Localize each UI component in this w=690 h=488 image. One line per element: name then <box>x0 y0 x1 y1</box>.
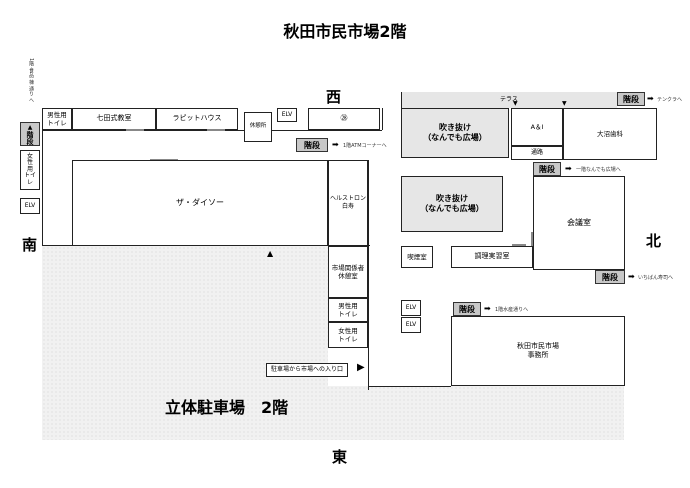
market-office: 秋田市民市場 事務所 <box>451 316 625 386</box>
cooking-room: 調理実習室 <box>451 246 533 268</box>
stair-terrace-ne-label: 階段 <box>623 94 639 104</box>
smoking-room: 喫煙室 <box>401 246 433 268</box>
note-ichimura: いちばん寿司へ <box>638 275 674 281</box>
parking-entrance[interactable]: 駐車場から市場への入り口 <box>266 363 348 377</box>
room-28-label: ㉘ <box>340 114 348 123</box>
parking-entrance-label: 駐車場から市場への入り口 <box>270 366 343 374</box>
direction-east: 東 <box>332 448 348 466</box>
smoking-room-label: 喫煙室 <box>407 252 427 261</box>
stair-west-arrow: ▲ <box>27 123 33 131</box>
stair-atm-label: 階段 <box>304 140 320 150</box>
mens-toilet-c: 男性用 トイレ <box>328 298 368 322</box>
arrow-atm: ➡ <box>332 140 339 149</box>
note-atm: 1階ATMコーナーへ <box>343 143 387 149</box>
stair-north-2-label: 階段 <box>602 272 618 282</box>
womens-toilet-w-label: 女 性 用 トイ レ <box>23 152 36 186</box>
terrace: テラス <box>401 92 617 108</box>
map-title: 秋田市民市場2階 <box>283 22 407 41</box>
stair-atm: 階段 <box>296 138 328 152</box>
stair-south-c: 階段 <box>453 302 481 316</box>
elv-top-label: ELV <box>281 111 293 119</box>
shichida-label: 七田式教室 <box>96 114 132 123</box>
note-west-vertical: 1階 食品 棟 通り へ <box>28 58 34 103</box>
stair-west: ▲ 階段 <box>20 122 40 146</box>
womens-toilet-c: 女性用 トイレ <box>328 322 368 348</box>
womens-toilet-w: 女 性 用 トイ レ <box>20 150 40 190</box>
direction-north: 北 <box>646 232 662 250</box>
lounge-label: 休憩所 <box>249 123 267 130</box>
parking-label: 立体駐車場 2階 <box>165 398 289 417</box>
arrow-suisan: ➡ <box>484 304 491 313</box>
stair-west-label: 階段 <box>26 130 34 145</box>
a-and-i-label: A＆I <box>530 122 544 131</box>
dental: 大沼歯科 <box>563 108 657 160</box>
a-and-i: A＆I <box>511 108 563 146</box>
stair-north-1: 階段 <box>533 162 561 176</box>
note-suisan: 1階水産通りへ <box>495 307 529 313</box>
atrium-1-label: 吹き抜け （なんでも広場） <box>423 122 487 142</box>
corridor-label: 通路 <box>530 149 543 157</box>
elv-center-1-label: ELV <box>405 304 417 312</box>
rabbit-house: ラピットハウス <box>156 108 238 130</box>
shichida-classroom: 七田式教室 <box>72 108 156 130</box>
note-tenkura: テンクラへ <box>657 97 683 103</box>
helstron-label: ヘルストロン 白寿 <box>329 195 366 210</box>
elv-center-2-label: ELV <box>405 321 417 329</box>
direction-south: 南 <box>22 236 38 254</box>
mens-toilet-c-label: 男性用 トイレ <box>338 301 358 318</box>
atrium-2: 吹き抜け （なんでも広場） <box>401 176 503 232</box>
stair-north-2: 階段 <box>595 270 625 284</box>
womens-toilet-c-label: 女性用 トイレ <box>338 326 358 343</box>
dental-label: 大沼歯科 <box>597 129 623 138</box>
meeting-room-label: 会議室 <box>567 217 591 227</box>
cooking-room-label: 調理実習室 <box>474 252 510 261</box>
direction-west: 西 <box>326 88 342 106</box>
rabbit-label: ラピットハウス <box>172 114 222 123</box>
terrace-label: テラス <box>500 96 518 104</box>
atrium-2-label: 吹き抜け （なんでも広場） <box>420 193 484 213</box>
stair-south-c-label: 階段 <box>459 304 475 314</box>
meeting-room: 会議室 <box>533 176 625 270</box>
room-28: ㉘ <box>308 108 380 130</box>
elv-west: ELV <box>20 198 40 214</box>
note-nandemo: 一階なんでも広場へ <box>576 167 621 173</box>
mens-toilet-nw: 男性用 トイレ <box>42 108 72 130</box>
entrance-marker: ▲ <box>267 249 274 258</box>
elv-center-2: ELV <box>401 317 421 333</box>
daiso: ザ・ダイソー <box>72 160 328 246</box>
elv-top: ELV <box>277 108 297 122</box>
helstron: ヘルストロン 白寿 <box>328 160 368 246</box>
arrow-ichimura: ➡ <box>628 272 635 281</box>
atrium-1: 吹き抜け （なんでも広場） <box>401 108 509 158</box>
stair-north-1-label: 階段 <box>539 164 555 174</box>
daiso-label: ザ・ダイソー <box>176 197 224 207</box>
mens-toilet-nw-label: 男性用 トイレ <box>47 110 67 127</box>
arrow-tenkura: ➡ <box>647 94 654 103</box>
parking-entrance-arrow: ▶ <box>357 362 365 373</box>
corridor: 通路 <box>511 146 563 160</box>
market-office-label: 秋田市民市場 事務所 <box>517 341 559 359</box>
elv-west-label: ELV <box>24 202 36 210</box>
lounge: 休憩所 <box>244 112 272 142</box>
staff-lounge: 市場関係者 休憩室 <box>328 246 368 298</box>
staff-lounge-label: 市場関係者 休憩室 <box>331 263 365 280</box>
stair-terrace-ne: 階段 <box>617 92 645 106</box>
elv-center-1: ELV <box>401 300 421 316</box>
arrow-nandemo: ➡ <box>565 164 572 173</box>
